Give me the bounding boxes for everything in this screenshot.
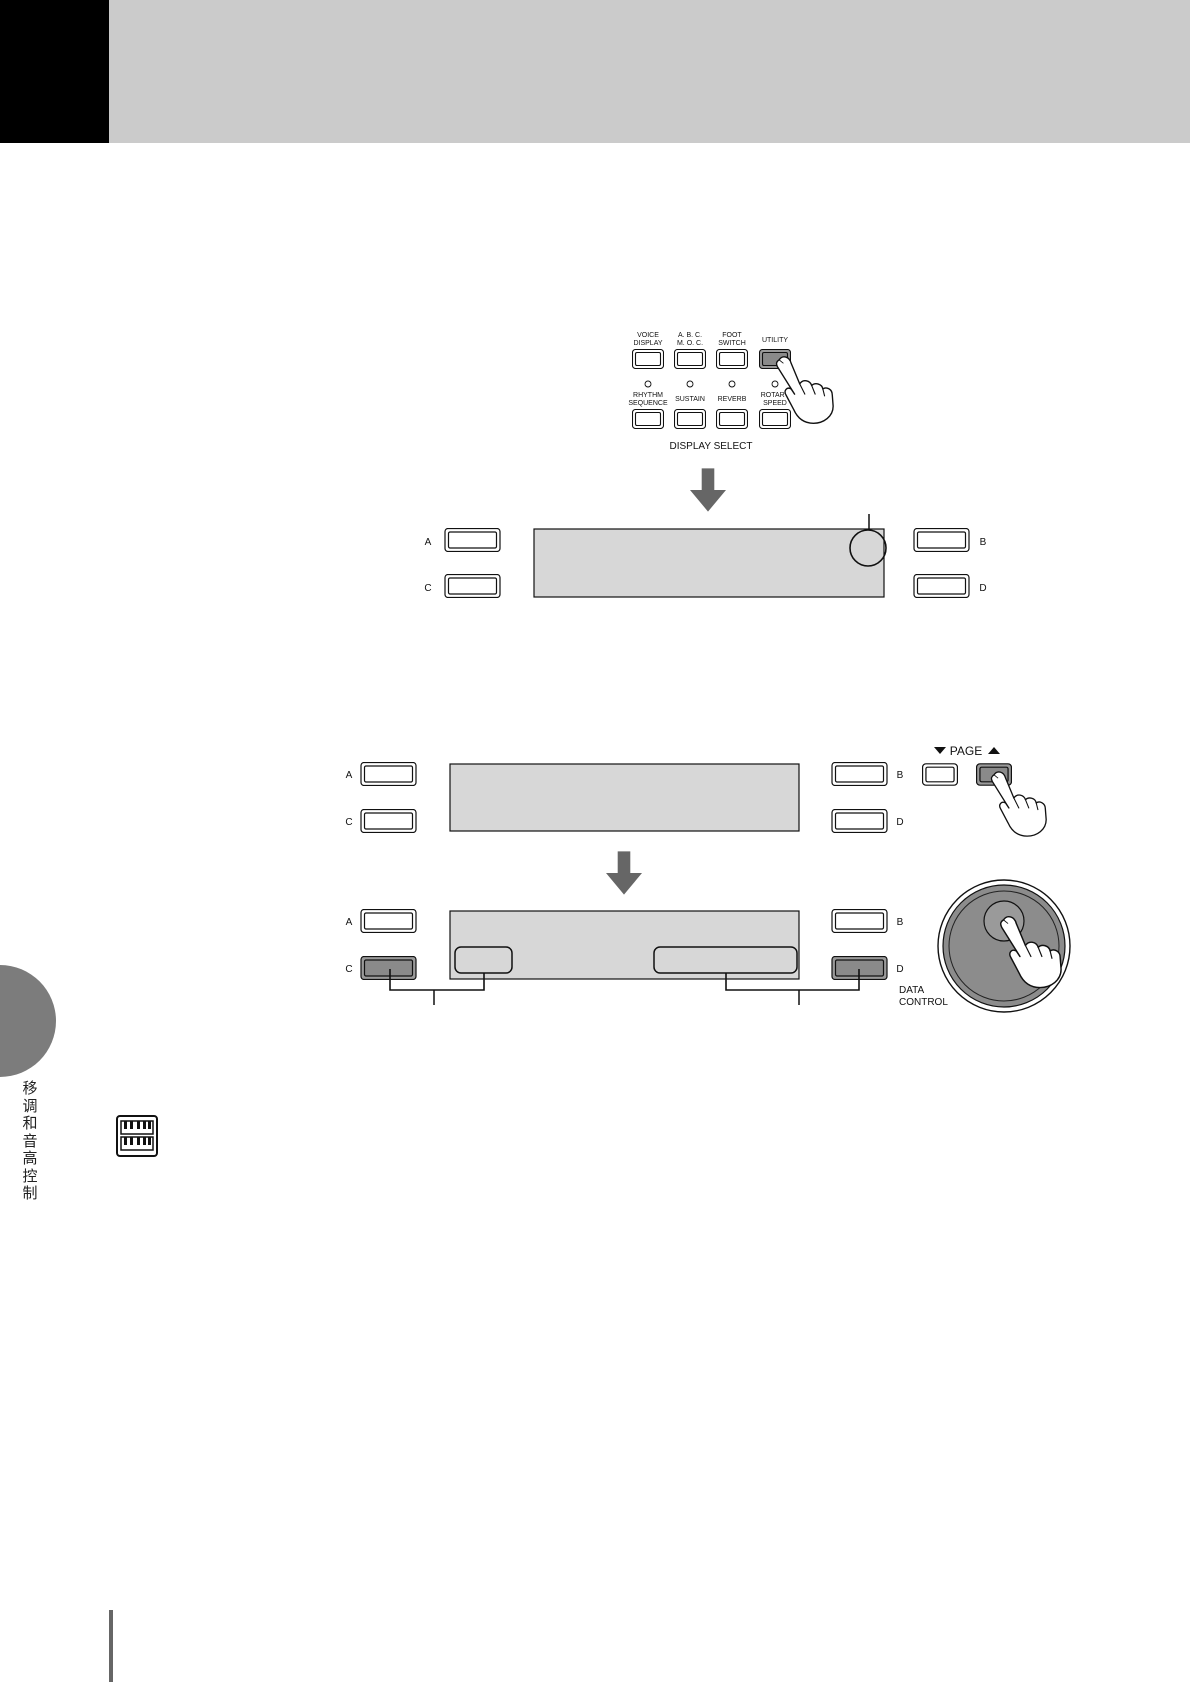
rhythm-sequence-label-1: RHYTHM: [633, 392, 663, 399]
led-indicator: [771, 380, 779, 388]
led-indicator: [728, 380, 736, 388]
button-a-label: A: [346, 917, 353, 928]
page-up-triangle-icon: [988, 747, 1000, 754]
display-select-panel: VOICE DISPLAY A. B. C. M. O. C. FOOT SWI…: [628, 332, 791, 452]
button-c[interactable]: [360, 809, 417, 833]
chapter-side-title: 移调和音高控制: [22, 1079, 38, 1202]
button-c[interactable]: [444, 574, 501, 598]
button-c-label: C: [345, 964, 352, 975]
page-down-button[interactable]: [922, 763, 958, 786]
foot-switch-button[interactable]: [716, 349, 748, 369]
page-label: PAGE: [950, 744, 982, 758]
foot-switch-label-2: SWITCH: [718, 340, 746, 347]
utility-label: UTILITY: [762, 337, 788, 344]
button-b-label: B: [897, 917, 904, 928]
sustain-button[interactable]: [674, 409, 706, 429]
led-indicator: [686, 380, 694, 388]
button-d-label: D: [896, 817, 903, 828]
button-a[interactable]: [444, 528, 501, 552]
callout-circle: [849, 529, 887, 567]
button-a-label: A: [425, 537, 432, 548]
lcd-panel-1: A C B D: [424, 514, 987, 598]
chapter-header-block: [0, 0, 109, 143]
bracket-right: [725, 969, 860, 991]
lcd-field-highlight-left: [454, 946, 513, 974]
voice-display-label-1: VOICE: [637, 332, 659, 339]
button-b-label: B: [897, 770, 904, 781]
lcd-screen: [449, 763, 800, 832]
voice-display-label-2: DISPLAY: [633, 340, 662, 347]
rhythm-sequence-button[interactable]: [632, 409, 664, 429]
button-a-label: A: [346, 770, 353, 781]
down-arrow-icon: [606, 851, 642, 895]
rotary-speed-label-2: SPEED: [763, 400, 787, 407]
button-b[interactable]: [913, 528, 970, 552]
button-b[interactable]: [831, 909, 888, 933]
bracket-left: [389, 969, 485, 991]
footer-rule: [109, 1610, 113, 1682]
button-d[interactable]: [831, 809, 888, 833]
button-d-label: D: [896, 964, 903, 975]
button-c[interactable]: [360, 956, 417, 980]
voice-display-button[interactable]: [632, 349, 664, 369]
lcd-field-highlight-right: [653, 946, 798, 974]
reverb-button[interactable]: [716, 409, 748, 429]
lcd-screen: [533, 528, 885, 598]
display-select-caption: DISPLAY SELECT: [670, 441, 753, 452]
foot-switch-label-1: FOOT: [722, 332, 742, 339]
lcd-panel-3: A C B D: [345, 909, 904, 1005]
data-control-dial[interactable]: [937, 879, 1071, 1013]
rhythm-sequence-label-2: SEQUENCE: [628, 400, 668, 407]
pointing-hand-icon: [990, 771, 1047, 837]
page-down-triangle-icon: [934, 747, 946, 754]
rotary-speed-label-1: ROTARY: [761, 392, 790, 399]
button-b[interactable]: [831, 762, 888, 786]
led-indicator: [644, 380, 652, 388]
organ-keyboard-icon: [116, 1115, 158, 1157]
abc-moc-button[interactable]: [674, 349, 706, 369]
chapter-header-band: [109, 0, 1190, 143]
button-b-label: B: [980, 537, 987, 548]
button-a[interactable]: [360, 909, 417, 933]
button-d[interactable]: [913, 574, 970, 598]
down-arrow-icon: [690, 468, 726, 512]
abc-moc-label-1: A. B. C.: [678, 332, 702, 339]
button-d-label: D: [979, 583, 986, 594]
button-c-label: C: [424, 583, 431, 594]
data-control-label-1: DATA: [899, 985, 925, 996]
data-control-label-2: CONTROL: [899, 997, 948, 1008]
sustain-label: SUSTAIN: [675, 396, 705, 403]
button-a[interactable]: [360, 762, 417, 786]
rotary-speed-button[interactable]: [759, 409, 791, 429]
reverb-label: REVERB: [718, 396, 747, 403]
abc-moc-label-2: M. O. C.: [677, 340, 703, 347]
page-buttons: PAGE: [922, 744, 1012, 786]
lcd-panel-2: A C B D: [345, 762, 904, 833]
button-c-label: C: [345, 817, 352, 828]
